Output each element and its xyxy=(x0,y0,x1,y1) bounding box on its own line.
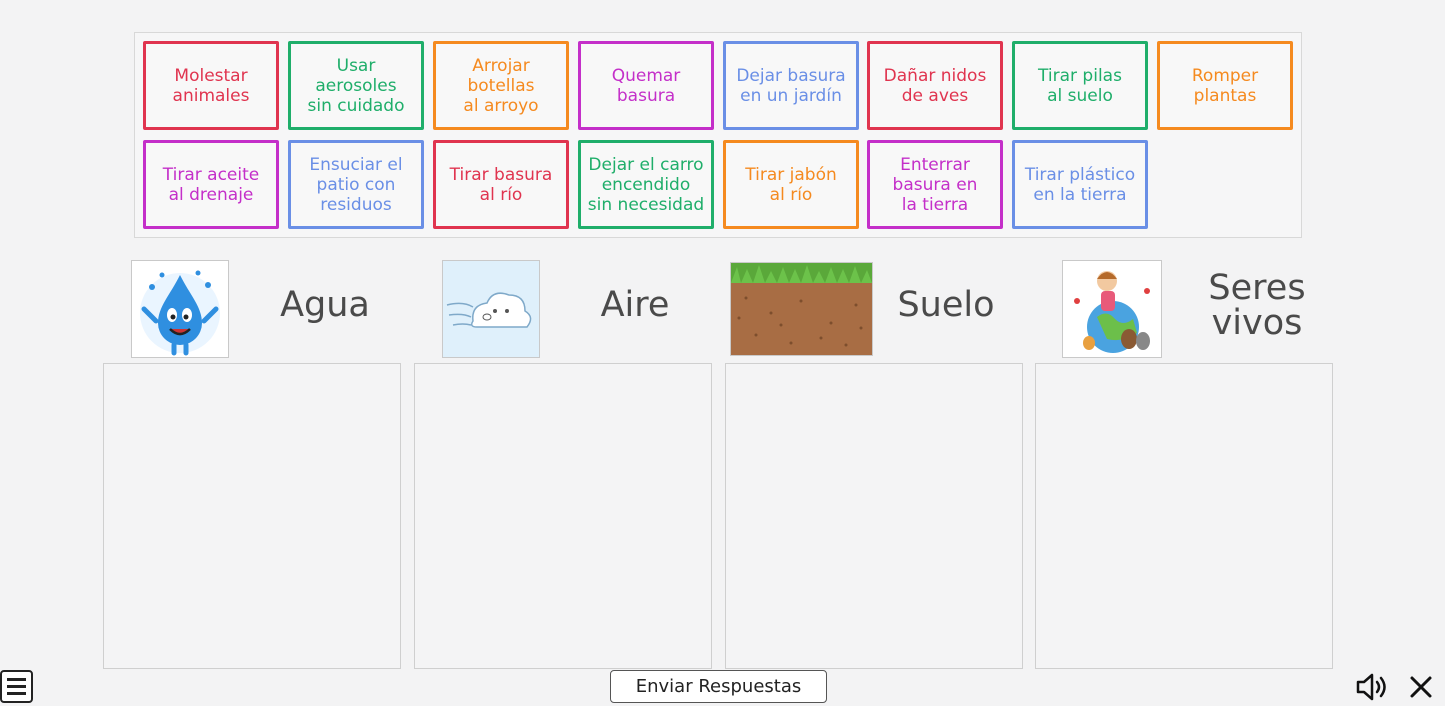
speaker-icon[interactable] xyxy=(1355,672,1389,702)
submit-answers-button[interactable]: Enviar Respuestas xyxy=(610,670,827,703)
close-icon[interactable] xyxy=(1407,673,1435,701)
wind-cloud-icon xyxy=(442,260,540,358)
category-title-suelo: Suelo xyxy=(897,285,995,325)
dropzone-aire[interactable] xyxy=(414,363,712,669)
category-title-aire: Aire xyxy=(600,285,670,325)
category-title-agua: Agua xyxy=(280,285,370,325)
dropzone-agua[interactable] xyxy=(103,363,401,669)
water-drop-icon xyxy=(131,260,229,358)
living-beings-icon xyxy=(1062,260,1162,358)
dropzone-seres-vivos[interactable] xyxy=(1035,363,1333,669)
soil-icon xyxy=(730,262,873,356)
hamburger-menu-icon[interactable] xyxy=(0,670,33,703)
dropzone-suelo[interactable] xyxy=(725,363,1023,669)
